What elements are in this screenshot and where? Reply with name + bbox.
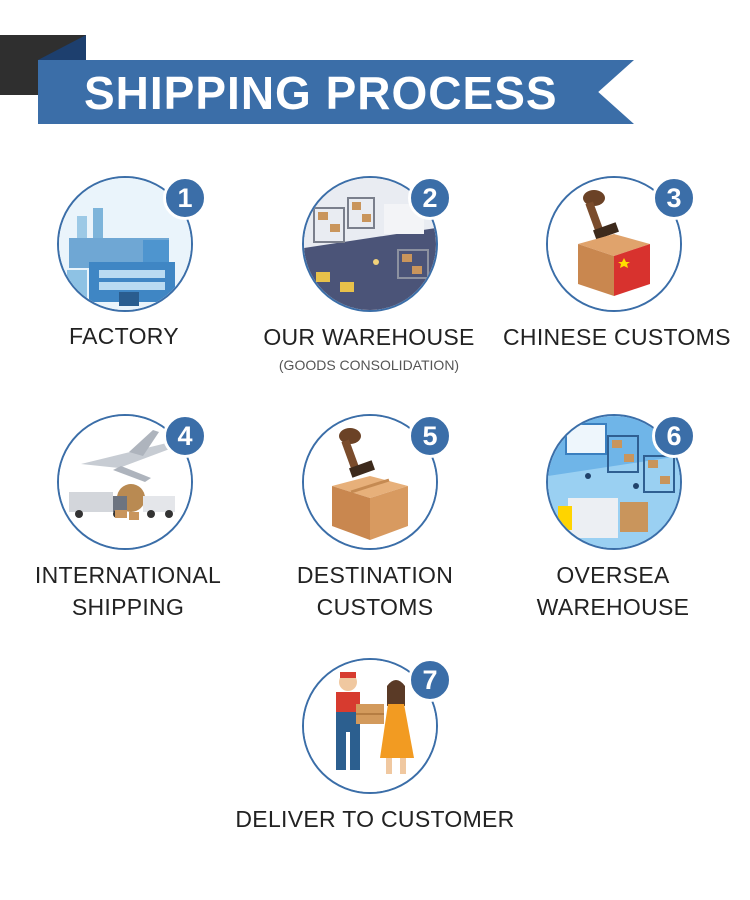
step-6-label-line-1: OVERSEA — [556, 562, 670, 588]
step-5-number-badge: 5 — [408, 414, 452, 458]
step-2-number-badge: 2 — [408, 176, 452, 220]
step-6-label-line-2: WAREHOUSE — [536, 594, 690, 620]
step-7-label: DELIVER TO CUSTOMER — [235, 806, 515, 832]
header-banner — [38, 60, 634, 124]
step-3-number-badge: 3 — [652, 176, 696, 220]
step-5-label-line-1: DESTINATION — [296, 562, 454, 588]
step-4-label-line-2: SHIPPING — [71, 594, 185, 620]
step-4-label-line-1: INTERNATIONAL — [34, 562, 222, 588]
step-2-circle — [302, 176, 438, 312]
step-2-label: OUR WAREHOUSE — [263, 324, 475, 350]
step-6-number-badge: 6 — [652, 414, 696, 458]
step-4-circle — [57, 414, 193, 550]
step-3-label: CHINESE CUSTOMS — [503, 324, 731, 350]
warehouse-icon — [304, 178, 436, 310]
step-5-label-line-2: CUSTOMS — [316, 594, 434, 620]
step-1-number-badge: 1 — [163, 176, 207, 220]
step-4-number-badge: 4 — [163, 414, 207, 458]
page-title: SHIPPING PROCESS — [84, 67, 558, 119]
step-2-sublabel: (GOODS CONSOLIDATION) — [278, 357, 460, 373]
step-7-number-badge: 7 — [408, 658, 452, 702]
step-1-label: FACTORY — [69, 323, 179, 349]
